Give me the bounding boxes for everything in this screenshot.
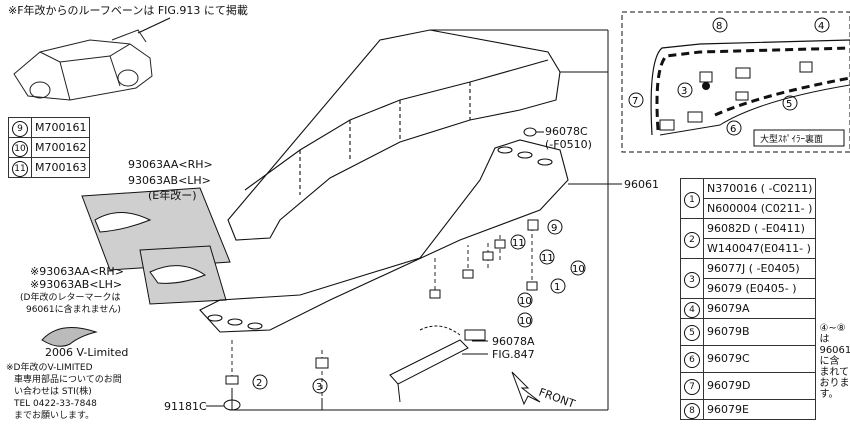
ref-10-b: 10 <box>519 296 532 307</box>
brake-light <box>389 325 486 403</box>
part-number: 96079E <box>702 399 817 420</box>
limited-logo: 2006 V-Limited <box>41 327 128 359</box>
inset-caption: 大型ｽﾎﾟｲﾗｰ裏面 <box>760 133 823 145</box>
car-illustration <box>13 29 153 101</box>
front-label: FRONT <box>537 386 577 411</box>
ref-number: 10 <box>12 140 28 157</box>
part-number: M700163 <box>30 157 91 178</box>
part-number: 96082D ( -E0411) <box>702 218 817 239</box>
upper-spoiler <box>227 29 561 241</box>
table-row: 5 96079B ④~⑧は 96061に含 まれておりま す。 <box>680 318 850 400</box>
ref-9: 9 <box>551 223 557 234</box>
table-row: 2 96082D ( -E0411) <box>680 218 850 259</box>
left-parts-table: 9 M700161 10 M700162 11 M700163 <box>8 117 91 178</box>
ref-3: 3 <box>316 382 322 393</box>
ref-6-inset: 6 <box>730 124 736 135</box>
part-number: W140047(E0411- ) <box>702 238 817 259</box>
decal-note-lh: ※93063AB<LH> <box>30 278 122 291</box>
table-row: 96079 (E0405- ) <box>681 278 850 299</box>
part-number: M700162 <box>30 137 91 158</box>
label-91181c: 91181C <box>164 400 207 413</box>
decal-note-rh: ※93063AA<RH> <box>30 265 124 278</box>
ref-1: 1 <box>554 282 560 293</box>
ref-number: 1 <box>684 191 700 208</box>
ref-number: 11 <box>12 160 28 177</box>
ref-5-inset: 5 <box>786 99 792 110</box>
ref-number: 5 <box>684 325 700 341</box>
part-number: 96079 (E0405- ) <box>702 278 817 299</box>
ref-11-a: 11 <box>541 253 554 264</box>
ref-number: 9 <box>12 120 28 137</box>
upper-spoiler-year: (E年改ー) <box>148 188 197 202</box>
label-fig847: FIG.847 <box>492 348 535 361</box>
table-row: N600004 (C0211- ) <box>681 198 850 219</box>
part-number: 96079A <box>702 298 817 319</box>
front-arrow <box>511 371 541 406</box>
ref-11-b: 11 <box>512 238 525 249</box>
ref-number: 6 <box>684 352 700 368</box>
label-96061: 96061 <box>624 178 659 191</box>
ref-8-inset: 8 <box>716 21 722 32</box>
ref-number: 3 <box>684 271 700 288</box>
table-row: 11 M700163 <box>8 157 91 178</box>
underside-inset: 大型ｽﾎﾟｲﾗｰ裏面 <box>621 11 850 153</box>
part-number: N370016 ( -C0211) <box>702 178 817 199</box>
part-number: 96079D <box>702 372 817 400</box>
table-row: 6 96079C <box>680 345 850 373</box>
fasteners <box>223 219 539 411</box>
table-note: ④~⑧は 96061に含 まれておりま す。 <box>819 322 850 400</box>
lower-spoiler <box>199 139 569 333</box>
ref-2: 2 <box>256 378 262 389</box>
limited-note-0: ※D年改のV-LIMITED <box>6 361 93 373</box>
part-number: 96079C <box>702 345 817 373</box>
table-row: 10 M700162 <box>8 137 91 158</box>
ref-10-c: 10 <box>519 316 532 327</box>
ref-7-inset: 7 <box>632 96 638 107</box>
ref-number: 2 <box>684 231 700 248</box>
ref-4-inset: 4 <box>818 21 824 32</box>
ref-10-a: 10 <box>572 264 585 275</box>
table-row: 9 M700161 <box>8 117 91 138</box>
part-number: 96077J ( -E0405) <box>702 258 817 279</box>
main-parts-table: 1 N370016 ( -C0211) N600004 (C0211- ) 2 … <box>680 178 850 420</box>
ref-3-inset: 3 <box>681 86 687 97</box>
decal-panel <box>81 187 231 305</box>
table-row: 8 96079E <box>680 399 850 420</box>
ref-number: 7 <box>684 379 700 395</box>
ref-number: 4 <box>684 301 700 318</box>
part-number: M700161 <box>30 117 91 138</box>
label-96078c-note: (-F0510) <box>545 138 592 151</box>
limited-note-1: 車専用部品についてのお問 <box>14 373 122 385</box>
limited-note-4: までお願いします。 <box>14 410 94 421</box>
label-96078a: 96078A <box>492 335 535 348</box>
table-row: 7 96079D <box>680 372 850 400</box>
table-row: 1 N370016 ( -C0211) <box>680 178 850 219</box>
table-row: 4 96079A <box>680 298 850 319</box>
header-note: ※F年改からのルーフベーンは FIG.913 にて掲載 <box>8 3 248 17</box>
table-row: 3 96077J ( -E0405) <box>680 258 850 299</box>
upper-spoiler-rh: 93063AA<RH> <box>128 158 213 171</box>
label-96078c: 96078C <box>545 125 588 138</box>
limited-note-2: い合わせは STI(株) <box>14 385 92 397</box>
ref-number: 8 <box>684 402 700 419</box>
limited-note-3: TEL 0422-33-7848 <box>13 399 97 409</box>
table-row: W140047(E0411- ) <box>681 238 850 259</box>
decal-note-2: 96061に含まれません) <box>26 303 121 315</box>
upper-spoiler-lh: 93063AB<LH> <box>128 174 211 187</box>
svg-text:2006 V-Limited: 2006 V-Limited <box>45 346 128 359</box>
part-number: N600004 (C0211- ) <box>702 198 817 219</box>
part-number: 96079B <box>702 318 817 346</box>
decal-note-1: (D年改のレターマークは <box>20 291 120 303</box>
